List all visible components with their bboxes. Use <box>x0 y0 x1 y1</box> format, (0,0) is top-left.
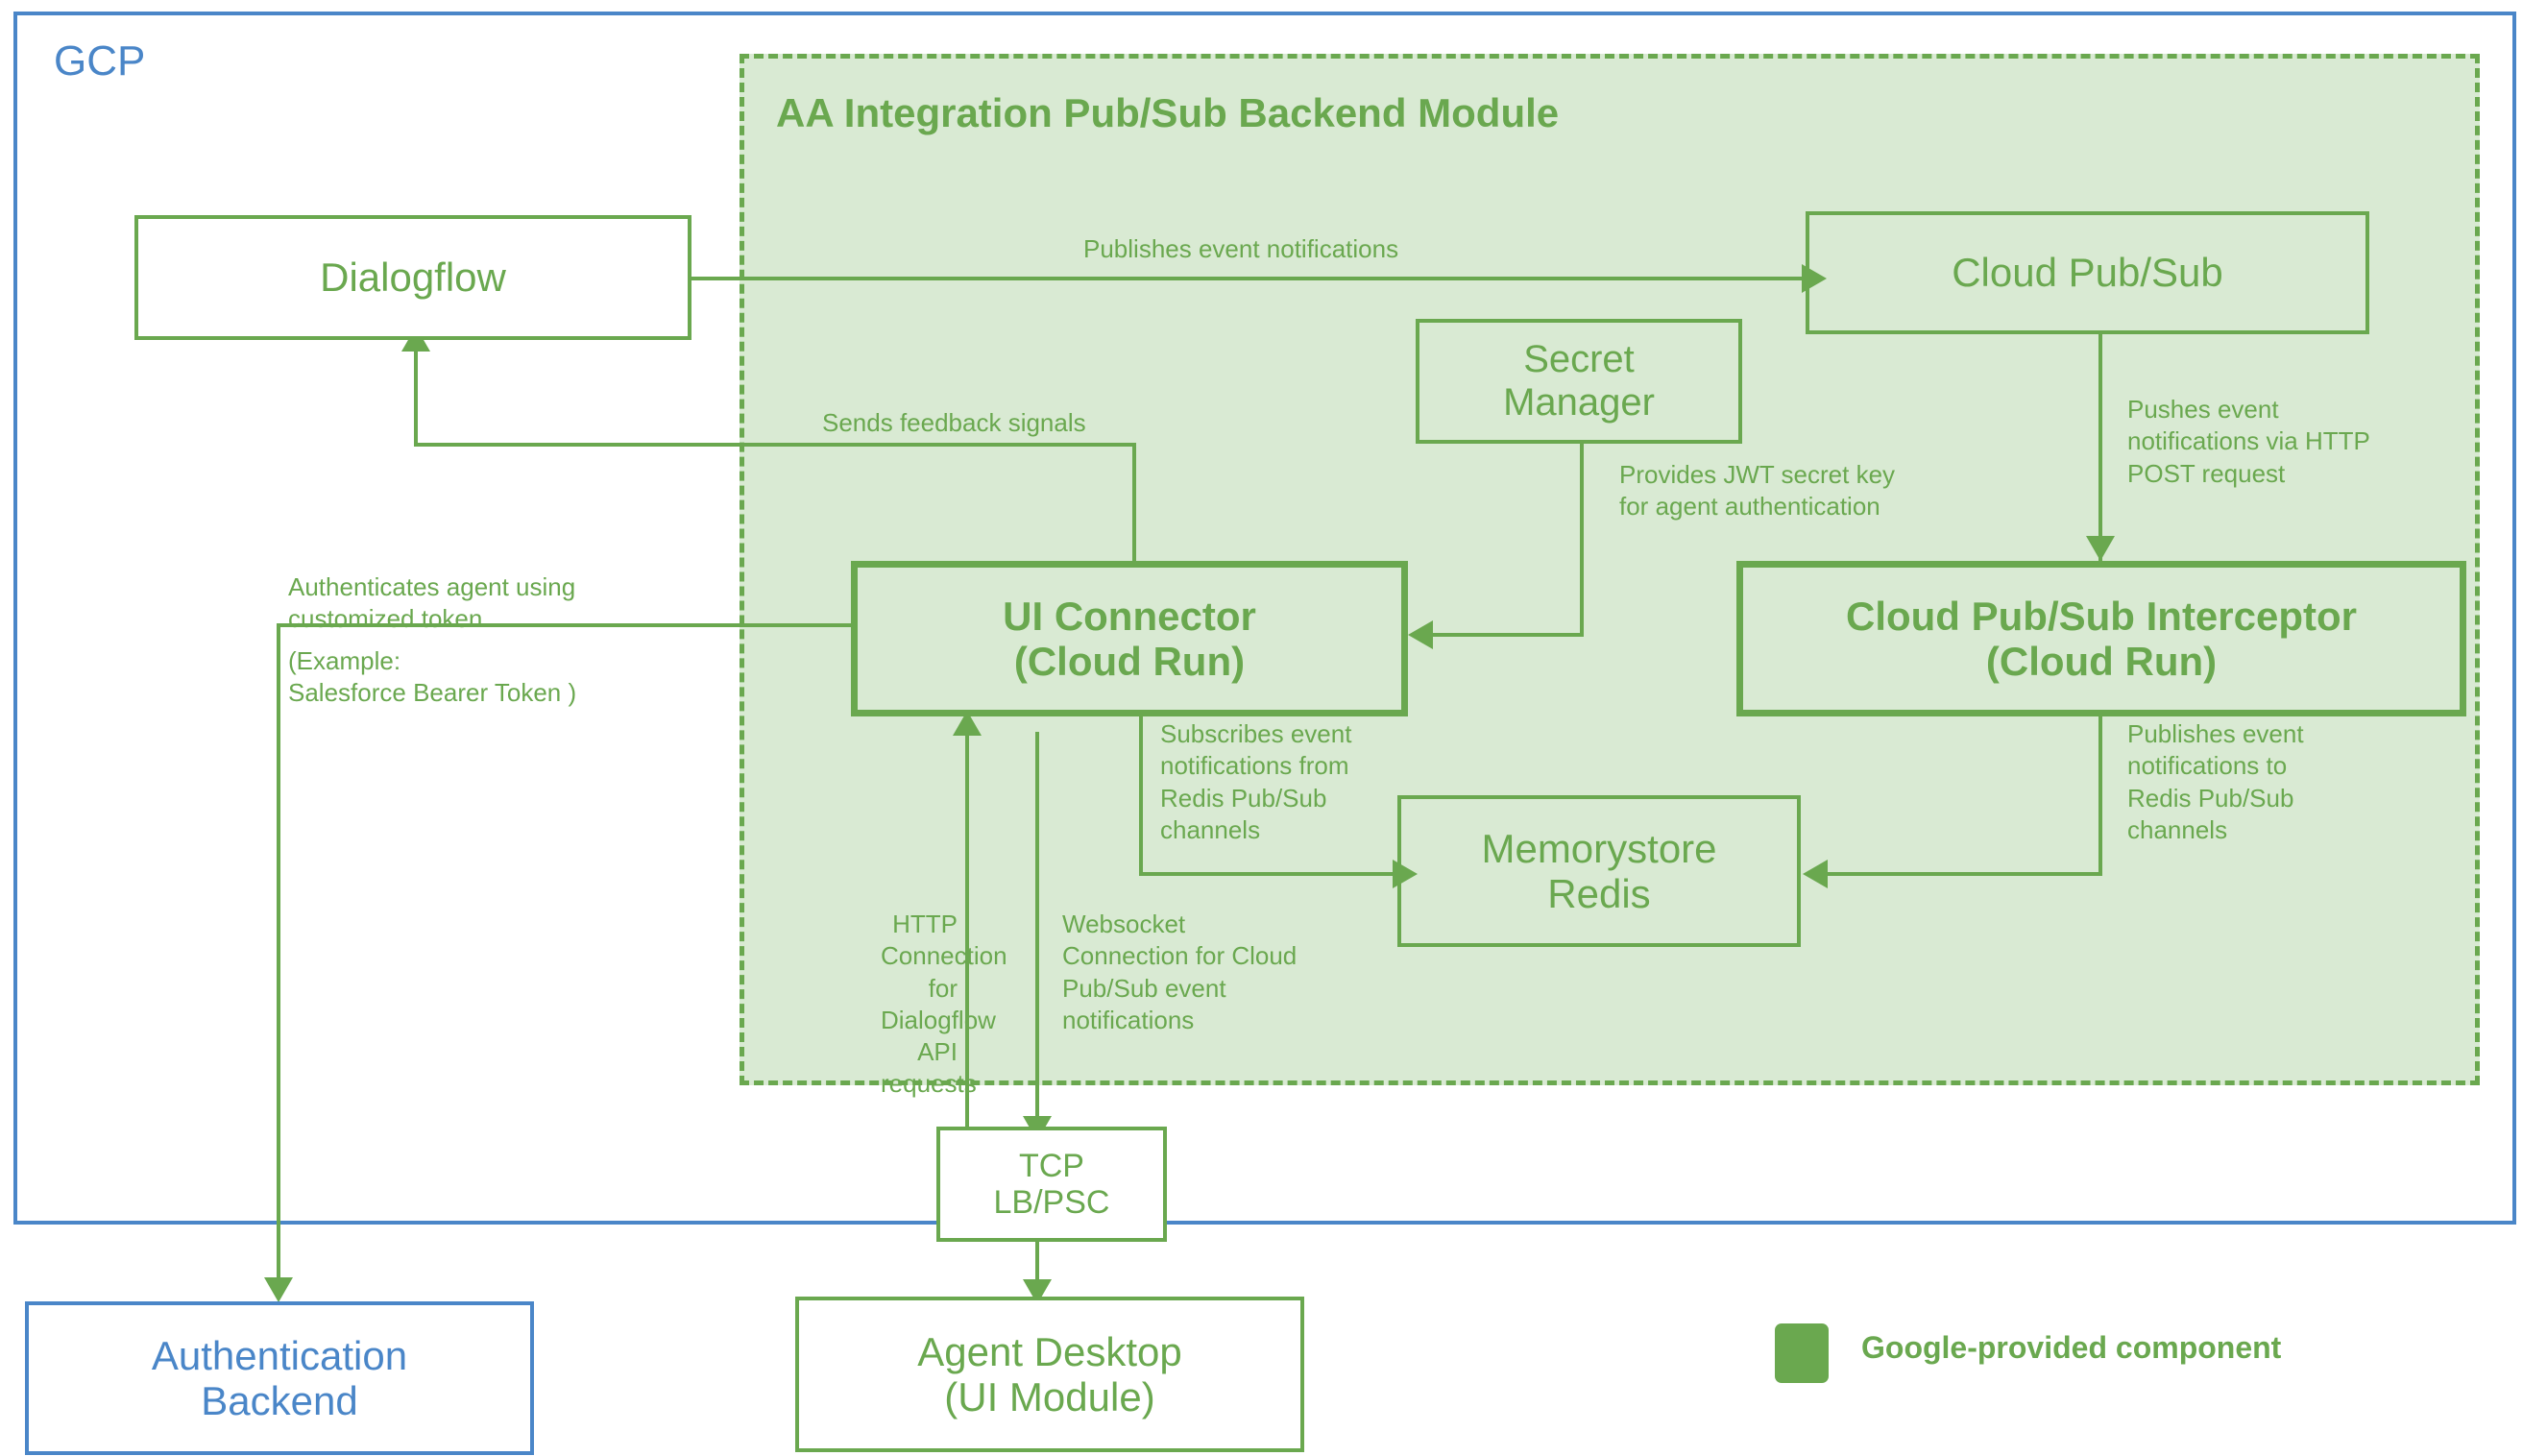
edge-tcplb-to-agentdesktop-line <box>1035 1239 1039 1287</box>
edge-pubsub-to-interceptor-line <box>2098 331 2102 562</box>
edge-pubsub-to-interceptor-arrowhead <box>2086 536 2115 561</box>
edge-label-sends-feedback-signals: Sends feedback signals <box>822 408 1086 437</box>
node-secret-manager[interactable]: Secret Manager <box>1416 319 1742 444</box>
node-authentication-backend-label: Authentication Backend <box>151 1332 408 1423</box>
edge-secret-to-uiconnector-horizontal <box>1433 633 1584 637</box>
aa-integration-module-container <box>740 54 2480 1085</box>
edge-feedback-vertical-down <box>1132 443 1136 566</box>
node-secret-manager-label: Secret Manager <box>1503 338 1655 424</box>
edge-interceptor-to-redis-vertical <box>2098 713 2102 876</box>
edge-interceptor-to-redis-horizontal <box>1828 872 2102 876</box>
edge-uiconnector-to-redis-horizontal <box>1139 872 1396 876</box>
edge-label-websocket-connection: Websocket Connection for Cloud Pub/Sub e… <box>1062 910 1298 1034</box>
legend-label: Google-provided component <box>1861 1330 2282 1365</box>
edge-label-authenticates-agent-example: (Example: Salesforce Bearer Token ) <box>288 646 577 708</box>
node-dialogflow[interactable]: Dialogflow <box>134 215 691 340</box>
edge-dialogflow-to-pubsub-line <box>690 277 1804 280</box>
edge-auth-horizontal <box>277 623 853 627</box>
node-cloud-pubsub-label: Cloud Pub/Sub <box>1952 250 2223 296</box>
node-memorystore-redis-label: Memorystore Redis <box>1481 825 1717 916</box>
gcp-container <box>13 12 2516 1225</box>
edge-feedback-horizontal <box>414 443 1136 447</box>
edge-uiconnector-to-redis-arrowhead <box>1393 860 1418 888</box>
edge-label-publishes-event-notifications: Publishes event notifications <box>1083 234 1399 263</box>
edge-label-publishes-to-redis: Publishes event notifications to Redis P… <box>2127 719 2304 844</box>
edge-feedback-vertical-up <box>414 351 418 445</box>
edge-secret-to-uiconnector-arrowhead <box>1408 620 1433 649</box>
node-ui-connector[interactable]: UI Connector (Cloud Run) <box>851 561 1408 716</box>
node-cloud-pubsub-interceptor-label: Cloud Pub/Sub Interceptor (Cloud Run) <box>1846 593 2357 684</box>
edge-label-provides-jwt-secret: Provides JWT secret key for agent authen… <box>1619 460 1896 522</box>
edge-label-pushes-event-notifications: Pushes event notifications via HTTP POST… <box>2127 395 2370 488</box>
legend-color-swatch <box>1775 1323 1829 1383</box>
node-ui-connector-label: UI Connector (Cloud Run) <box>1003 593 1256 684</box>
edge-websocket-line <box>1035 732 1039 1124</box>
edge-secret-to-uiconnector-vertical <box>1580 442 1584 637</box>
node-tcp-lb-psc-label: TCP LB/PSC <box>993 1147 1110 1221</box>
gcp-container-label: GCP <box>54 37 146 85</box>
edge-label-subscribes-from-redis: Subscribes event notifications from Redi… <box>1160 719 1352 844</box>
node-tcp-lb-psc[interactable]: TCP LB/PSC <box>936 1127 1167 1242</box>
edge-label-http-connection: HTTP Connection for Dialogflow API reque… <box>881 910 1007 1099</box>
node-cloud-pubsub-interceptor[interactable]: Cloud Pub/Sub Interceptor (Cloud Run) <box>1736 561 2466 716</box>
edge-uiconnector-to-redis-vertical <box>1139 713 1143 876</box>
edge-http-line <box>965 732 969 1162</box>
node-memorystore-redis[interactable]: Memorystore Redis <box>1397 795 1801 947</box>
node-dialogflow-label: Dialogflow <box>320 255 506 301</box>
node-agent-desktop-label: Agent Desktop (UI Module) <box>917 1328 1182 1420</box>
node-cloud-pubsub[interactable]: Cloud Pub/Sub <box>1806 211 2369 334</box>
edge-label-authenticates-agent: Authenticates agent using customized tok… <box>288 572 576 634</box>
node-authentication-backend[interactable]: Authentication Backend <box>25 1301 534 1455</box>
aa-integration-module-title: AA Integration Pub/Sub Backend Module <box>776 90 1560 135</box>
edge-auth-vertical <box>277 623 280 1286</box>
edge-interceptor-to-redis-arrowhead <box>1803 860 1828 888</box>
edge-auth-arrowhead <box>264 1277 293 1302</box>
node-agent-desktop[interactable]: Agent Desktop (UI Module) <box>795 1297 1304 1452</box>
